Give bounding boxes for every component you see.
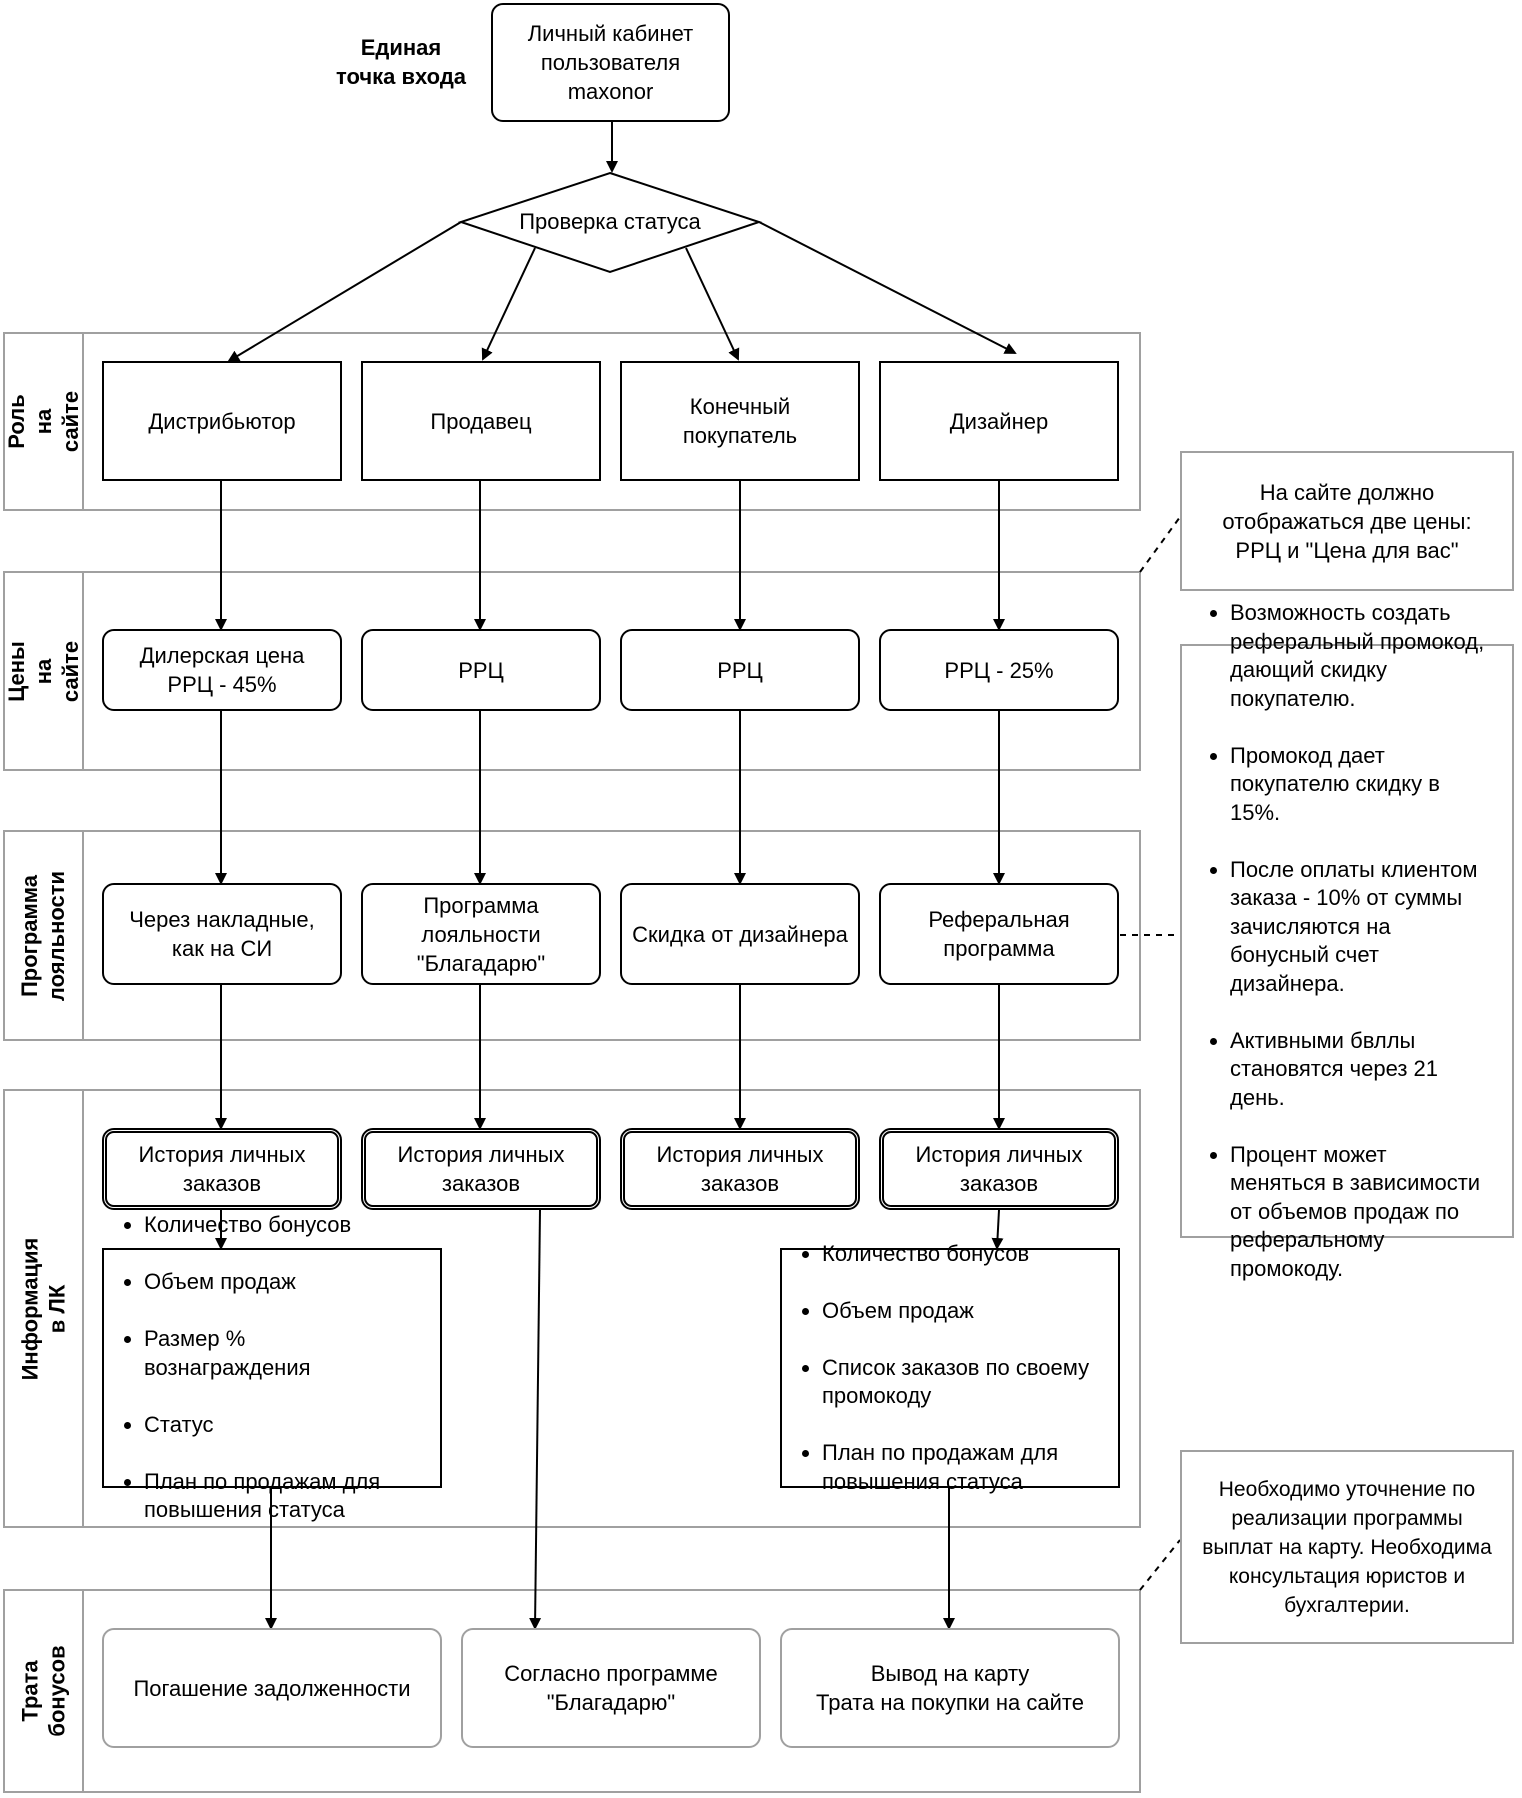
role-end-buyer: Конечный покупатель xyxy=(620,361,860,481)
spend-card-payout: Вывод на карту Трата на покупки на сайте xyxy=(780,1628,1120,1748)
note-referral-program: Возможность создать реферальный промокод… xyxy=(1180,600,1514,1281)
price-designer: РРЦ - 25% xyxy=(879,629,1119,711)
list-item: План по продажам для повышения статуса xyxy=(822,1439,1089,1496)
info-list-designer: Количество бонусов Объем продаж Список з… xyxy=(780,1241,1120,1494)
price-distributor: Дилерская цена РРЦ - 45% xyxy=(102,629,342,711)
lane-frame-spend xyxy=(3,1589,1141,1793)
list-item: Количество бонусов xyxy=(144,1211,380,1240)
list-item: После оплаты клиентом заказа - 10% от су… xyxy=(1230,856,1484,999)
loyalty-seller: Программа лояльности "Благадарю" xyxy=(361,883,601,985)
list-item: Промокод дает покупателю скидку в 15%. xyxy=(1230,742,1484,828)
price-seller: РРЦ xyxy=(361,629,601,711)
loyalty-designer: Реферальная программа xyxy=(879,883,1119,985)
lane-frame-prices xyxy=(3,571,1141,771)
lane-frame-loyalty xyxy=(3,830,1141,1041)
arrow-decision-to-role-4 xyxy=(758,221,1017,354)
lane-frames xyxy=(3,332,1141,1793)
lane-label-loyalty: Программа лояльности xyxy=(17,870,70,1001)
decision-label: Проверка статуса xyxy=(519,209,701,234)
arrow-decision-to-role-2 xyxy=(481,247,536,361)
role-distributor: Дистрибьютор xyxy=(102,361,342,481)
loyalty-distributor: Через накладные, как на СИ xyxy=(102,883,342,985)
lane-frame-info xyxy=(3,1089,1141,1528)
list-item: Объем продаж xyxy=(144,1268,380,1297)
note-connectors xyxy=(1120,516,1181,1591)
history-seller: История личных заказов xyxy=(361,1128,601,1210)
note-card-payout: Необходимо уточнение по реализации прогр… xyxy=(1180,1450,1514,1644)
start-node: Личный кабинет пользователя maxonor xyxy=(491,3,730,122)
history-designer: История личных заказов xyxy=(879,1128,1119,1210)
history-end-buyer: История личных заказов xyxy=(620,1128,860,1210)
lane-label-spend: Трата бонусов xyxy=(17,1645,70,1737)
lane-label-role: Роль на сайте xyxy=(4,390,83,453)
list-item: Размер % вознаграждения xyxy=(144,1325,380,1382)
history-distributor: История личных заказов xyxy=(102,1128,342,1210)
list-item: Возможность создать реферальный промокод… xyxy=(1230,599,1484,713)
decision-diamond xyxy=(457,171,763,274)
list-item: Список заказов по своему промокоду xyxy=(822,1354,1089,1411)
list-item: Объем продаж xyxy=(822,1297,1089,1326)
list-item: Активными бвллы становятся через 21 день… xyxy=(1230,1027,1484,1113)
arrow-decision-to-role-1 xyxy=(227,221,462,363)
lane-label-info: Информация в ЛК xyxy=(17,1237,70,1380)
spend-blagodaryu: Согласно программе "Благадарю" xyxy=(461,1628,761,1748)
list-item: Процент может меняться в зависимости от … xyxy=(1230,1141,1484,1284)
arrow-decision-to-role-3 xyxy=(685,247,740,361)
list-item: План по продажам для повышения статуса xyxy=(144,1468,380,1525)
loyalty-end-buyer: Скидка от дизайнера xyxy=(620,883,860,985)
entry-point-caption: Единая точка входа xyxy=(335,35,467,89)
list-item: Количество бонусов xyxy=(822,1240,1089,1269)
price-end-buyer: РРЦ xyxy=(620,629,860,711)
connectors xyxy=(215,122,1017,1630)
info-list-distributor: Количество бонусов Объем продаж Размер %… xyxy=(102,1212,442,1522)
lane-frame-role xyxy=(3,332,1141,511)
list-item: Статус xyxy=(144,1411,380,1440)
role-designer: Дизайнер xyxy=(879,361,1119,481)
role-seller: Продавец xyxy=(361,361,601,481)
lane-label-prices: Цены на сайте xyxy=(4,640,83,702)
spend-debt-repayment: Погашение задолженности xyxy=(102,1628,442,1748)
note-two-prices: На сайте должно отображаться две цены: Р… xyxy=(1180,451,1514,591)
